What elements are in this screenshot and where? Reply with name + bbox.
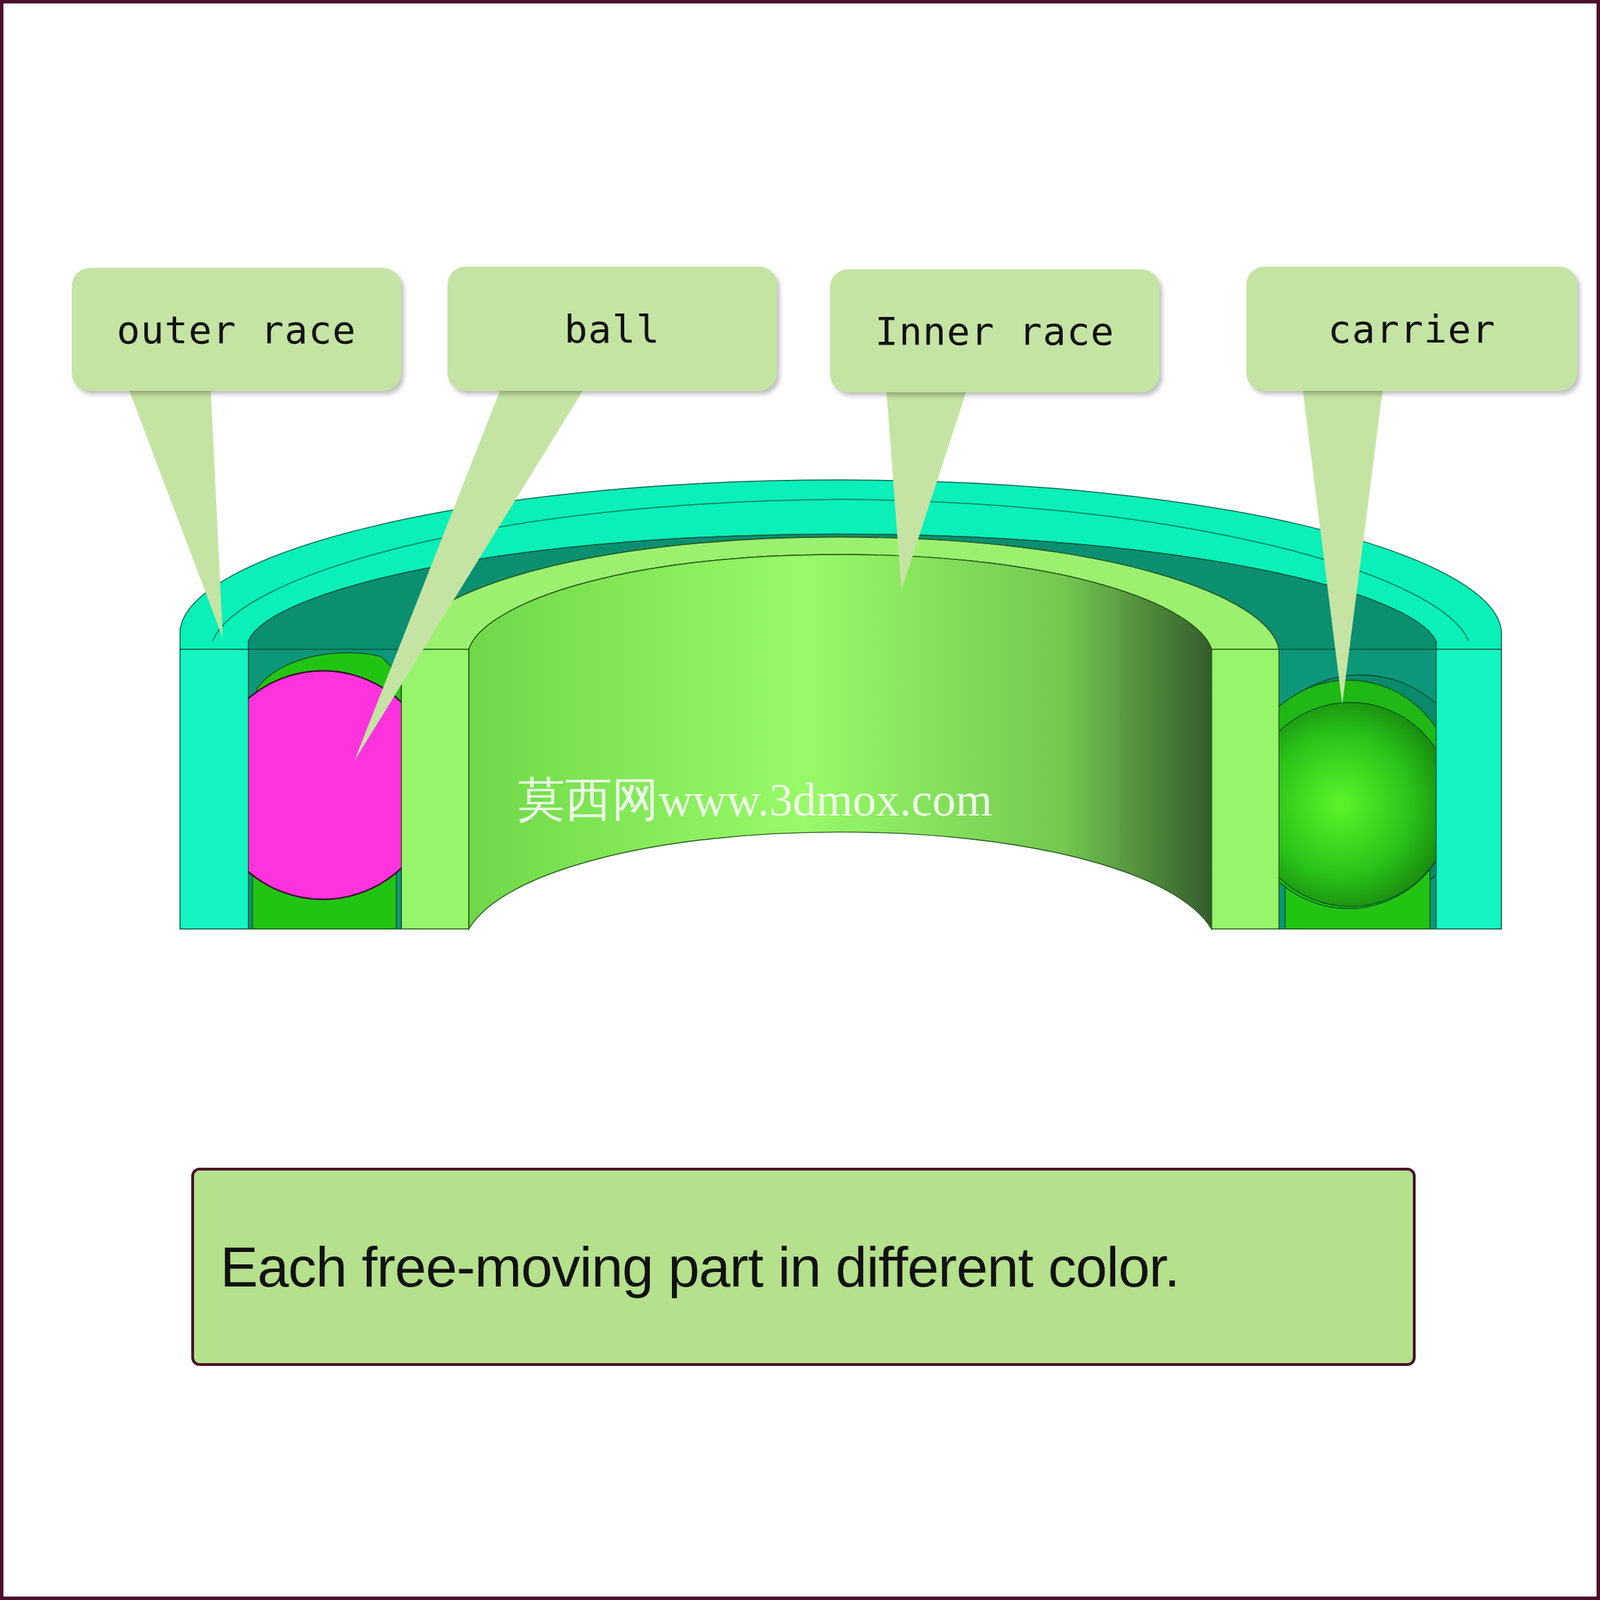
watermark: 莫西网www.3dmox.com — [517, 768, 993, 832]
inner-race-section — [1211, 649, 1280, 929]
outer-race-section — [1436, 649, 1502, 929]
outer-race-section — [180, 649, 249, 929]
part-name: ball — [564, 306, 661, 352]
caption-box: Each free-moving part in different color… — [191, 1167, 1416, 1366]
callout-box: carrier — [1246, 266, 1578, 391]
part-name: outer race — [116, 307, 357, 353]
callout-box: outer race — [71, 267, 402, 391]
caption-text: Each free-moving part in different color… — [220, 1234, 1180, 1300]
inner-bore — [468, 554, 1212, 929]
part-name: Inner race — [874, 308, 1115, 354]
callout-tail — [354, 387, 585, 761]
callout-box: ball — [447, 266, 777, 391]
inner-race-section — [401, 649, 469, 929]
callout-box: Inner race — [830, 269, 1160, 393]
part-name: carrier — [1327, 306, 1496, 352]
callout-tail — [1302, 387, 1384, 706]
callout-tail — [127, 387, 223, 639]
callout-tail — [885, 387, 968, 591]
